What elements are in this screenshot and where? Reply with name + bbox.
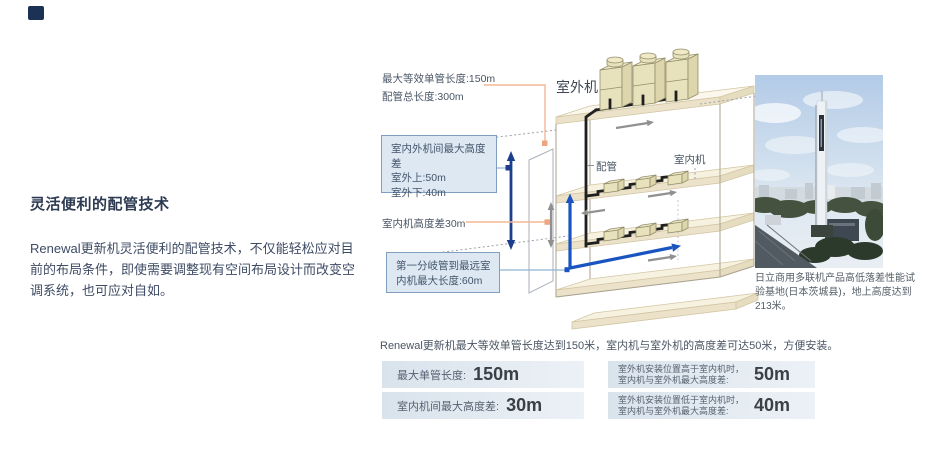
spec-label: 室外机安装位置高于室内机时， 室内机与室外机最大高度差: bbox=[618, 364, 744, 385]
branch-length-callout: 第一分岐管到最远室 内机最大长度:60m bbox=[386, 252, 500, 293]
spec-label-line2: 室内机与室外机最大高度差: bbox=[618, 405, 729, 416]
tower-photo-illustration bbox=[747, 75, 889, 268]
pipe-label: 配管 bbox=[596, 161, 617, 173]
indoor-units-row1 bbox=[603, 170, 689, 194]
ground-slab bbox=[571, 292, 759, 330]
total-pipe-length: 配管总长度:300m bbox=[382, 91, 464, 103]
spec-label-line1: 室外机安装位置高于室内机时， bbox=[618, 364, 745, 374]
spec-label-line2: 室内机与室外机最大高度差: bbox=[618, 374, 729, 385]
max-pipe-length-note: 最大等效单管长度:150m 配管总长度:300m bbox=[382, 70, 495, 106]
intro-paragraph: Renewal更新机灵活便利的配管技术，不仅能轻松应对目前的布局条件，即使需要调… bbox=[30, 241, 356, 298]
spec-value: 30m bbox=[506, 395, 543, 415]
height-callout-line1: 室内外机间最大高度差 bbox=[391, 143, 486, 170]
building-frame bbox=[555, 93, 755, 298]
height-callout-line2: 室外上:50m bbox=[391, 172, 446, 184]
callout-connectors bbox=[466, 84, 594, 273]
height-difference-callout: 室内外机间最大高度差 室外上:50m 室外下:40m bbox=[381, 135, 497, 199]
test-tower-photo bbox=[747, 75, 889, 268]
flow-arrows bbox=[547, 119, 677, 262]
spec-label: 室内机间最大高度差: bbox=[397, 400, 500, 413]
max-equivalent-length: 最大等效单管长度:150m bbox=[382, 73, 496, 85]
outdoor-units bbox=[599, 48, 699, 111]
spec-max-single-pipe: 最大单管长度: 150m bbox=[382, 361, 584, 388]
indoor-height-diff-label: 室内机高度差30m bbox=[382, 218, 466, 230]
height-callout-line3: 室外下:40m bbox=[391, 186, 446, 199]
spec-outdoor-below: 室外机安装位置低于室内机时， 室内机与室外机最大高度差: 40m bbox=[608, 392, 815, 419]
indoor-unit-label: 室内机 bbox=[674, 154, 706, 166]
indoor-units-row2 bbox=[603, 218, 689, 242]
photo-caption: 日立商用多联机产品高低落差性能试验基地(日本茨城县)，地上高度达到213米。 bbox=[755, 273, 915, 312]
spec-label: 最大单管长度: bbox=[397, 369, 467, 382]
height-difference-arrow bbox=[506, 151, 516, 250]
summary-text: Renewal更新机最大等效单管长度达到150米，室内机与室外机的高度差可达50… bbox=[380, 340, 839, 352]
spec-value: 40m bbox=[754, 395, 791, 415]
branch-callout-line2: 内机最大长度:60m bbox=[396, 274, 483, 287]
branch-callout-line1: 第一分岐管到最远室 bbox=[396, 260, 491, 272]
spec-value: 50m bbox=[754, 364, 791, 384]
spec-outdoor-above: 室外机安装位置高于室内机时， 室内机与室外机最大高度差: 50m bbox=[608, 361, 815, 388]
spec-value: 150m bbox=[473, 364, 520, 384]
branch-run-arrow bbox=[565, 193, 681, 270]
shaft-panel bbox=[528, 148, 554, 294]
brand-logo bbox=[28, 6, 44, 20]
spec-label-line1: 室外机安装位置低于室内机时， bbox=[618, 395, 745, 405]
spec-indoor-height-diff: 室内机间最大高度差: 30m bbox=[382, 392, 584, 419]
intro-section: 灵活便利的配管技术 Renewal更新机灵活便利的配管技术，不仅能轻松应对目前的… bbox=[30, 193, 360, 301]
page-title: 灵活便利的配管技术 bbox=[30, 196, 170, 213]
outdoor-unit-label: 室外机 bbox=[556, 79, 598, 95]
spec-label: 室外机安装位置低于室内机时， 室内机与室外机最大高度差: bbox=[618, 395, 744, 416]
